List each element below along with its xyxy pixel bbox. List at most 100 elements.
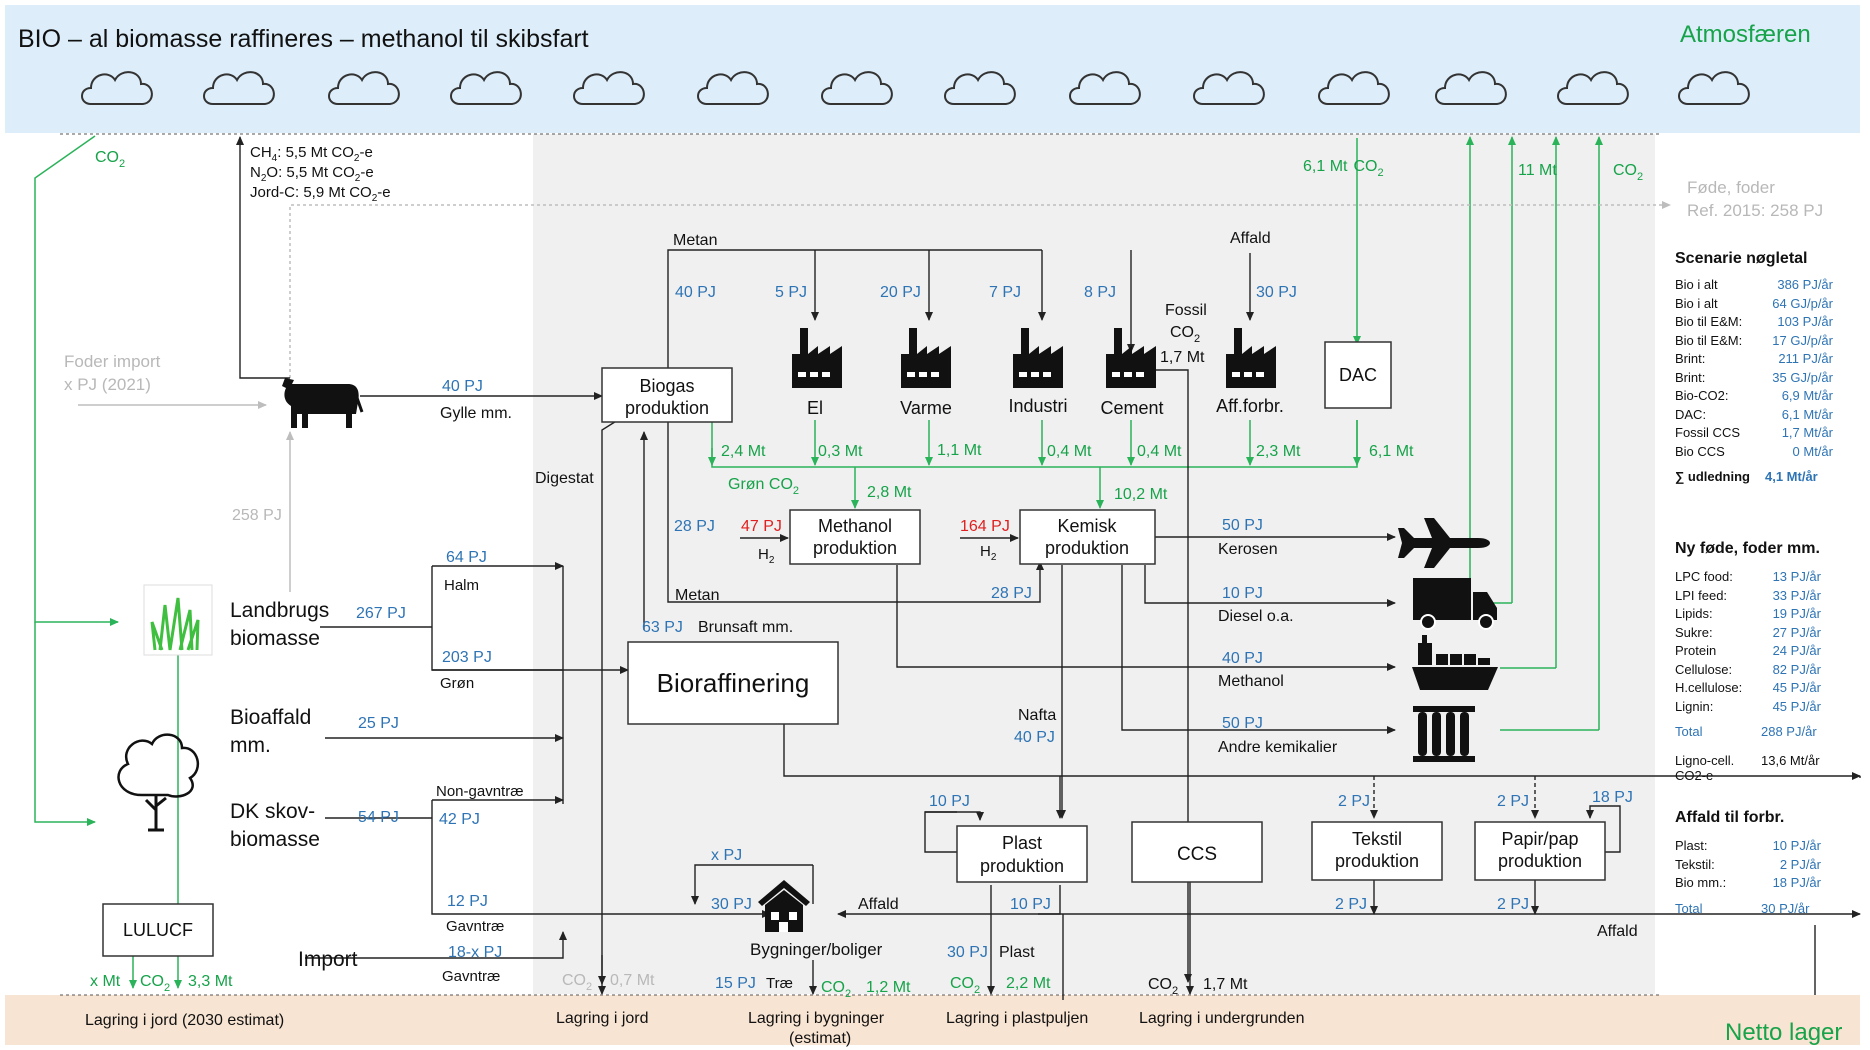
el-label: El: [807, 398, 823, 418]
grass-icon: [143, 584, 213, 656]
storage-bygninger-1: Lagring i bygninger: [748, 1010, 885, 1027]
affald-label: Affald: [1230, 230, 1271, 247]
flow-labels: Metan Affald Fossil CO2 1,7 Mt Gylle mm.…: [436, 230, 1638, 992]
food-row-label: Cellulose:: [1675, 661, 1733, 677]
ch4-emission: CH4: 5,5 Mt CO2-e: [250, 144, 373, 164]
scenario-total-label: ∑ udledning: [1675, 469, 1750, 484]
value-pj63: 63 PJ: [642, 619, 683, 636]
skov-label-2: biomasse: [230, 828, 320, 851]
storage-undergrund: Lagring i undergrunden: [1139, 1010, 1304, 1027]
value-mt61: 6,1 Mt: [1369, 443, 1414, 460]
gray-lines: [78, 201, 1671, 592]
atmosphere-band: [5, 5, 1860, 133]
ligno-label-a: Ligno-cell.: [1675, 753, 1735, 768]
jord-c-emission: Jord-C: 5,9 Mt CO2-e: [250, 184, 391, 204]
bioaffald-label-1: Bioaffald: [230, 706, 311, 729]
ship-icon: [1412, 635, 1498, 690]
fodder-import-2: x PJ (2021): [64, 375, 151, 394]
scenario-total: ∑ udledning 4,1 Mt/år: [1675, 469, 1865, 484]
value-pj2c: 2 PJ: [1335, 896, 1367, 913]
kemisk-label-2: produktion: [1045, 538, 1129, 558]
scenario-row: Brint:211 PJ/år: [1675, 350, 1865, 369]
co2-right-label: CO2: [1613, 162, 1643, 183]
value-pj40a: 40 PJ: [675, 284, 716, 301]
waste-total-value: 30 PJ/år: [1761, 900, 1810, 916]
value-mt12: 1,2 Mt: [866, 979, 911, 996]
bioaffald-label-2: mm.: [230, 734, 271, 757]
food-total-value: 288 PJ/år: [1761, 724, 1817, 739]
waste-row: Plast:10 PJ/år: [1675, 837, 1865, 856]
lulucf-co2-label: CO2: [140, 973, 170, 994]
h2-label-2: H2: [980, 543, 997, 563]
ligno-label-b: CO2-e: [1675, 768, 1714, 783]
value-pj50a: 50 PJ: [1222, 517, 1263, 534]
dac-label: DAC: [1339, 365, 1377, 385]
plast-label-1: Plast: [1002, 833, 1042, 853]
biogas-box: [601, 367, 733, 423]
scenario-row-value: 6,1 Mt/år: [1781, 406, 1833, 422]
storage-bygninger-2: (estimat): [789, 1030, 851, 1047]
fodder-import-1: Foder import: [64, 352, 161, 371]
fossil-mt-label: 1,7 Mt: [1160, 349, 1205, 366]
methanol-label-1: Methanol: [818, 516, 892, 536]
waste-total: Total 30 PJ/år: [1675, 901, 1865, 916]
lulucf-box: [102, 903, 214, 957]
scenario-row-label: Bio CCS: [1675, 443, 1725, 459]
value-pj18x: 18-x PJ: [448, 944, 502, 961]
landbrug-label-1: Landbrugs: [230, 599, 329, 622]
dac-box: [1324, 341, 1392, 409]
food-row: Lipids:19 PJ/år: [1675, 605, 1865, 624]
varme-label: Varme: [900, 398, 952, 418]
scenario-row: Bio CCS 0 Mt/år: [1675, 443, 1865, 462]
co2-left-label: CO2: [95, 149, 125, 170]
kerosen-label: Kerosen: [1218, 541, 1278, 558]
scenario-row-value: 1,7 Mt/år: [1781, 425, 1833, 440]
food-row-value: 45 PJ/år: [1772, 698, 1821, 714]
non-gavntrae-label: Non-gavntræ: [436, 783, 524, 800]
value-pj7: 7 PJ: [989, 284, 1021, 301]
import-label: Import: [298, 948, 358, 971]
value-pj2d: 2 PJ: [1497, 896, 1529, 913]
storage-plast: Lagring i plastpuljen: [946, 1010, 1088, 1027]
scenario-row: Bio til E&M:103 PJ/år: [1675, 313, 1865, 332]
food-row-value: 19 PJ/år: [1772, 606, 1821, 621]
value-mt28: 2,8 Mt: [867, 484, 912, 501]
value-mt33: 3,3 Mt: [188, 973, 233, 990]
h2-label-1: H2: [758, 546, 775, 566]
value-mt04a: 0,4 Mt: [1047, 443, 1092, 460]
biogas-label-1: Biogas: [639, 376, 694, 396]
scenario-row-value: 0 Mt/år: [1792, 443, 1833, 459]
value-pj50b: 50 PJ: [1222, 715, 1263, 732]
cow-icon: [282, 378, 364, 428]
scenario-row-label: Bio i alt: [1675, 295, 1718, 311]
value-pj10a: 10 PJ: [1222, 585, 1263, 602]
gylle-label: Gylle mm.: [440, 405, 512, 422]
food-row: LPC food:13 PJ/år: [1675, 568, 1865, 587]
skov-label-1: DK skov-: [230, 800, 315, 823]
tree-icon: [117, 733, 200, 832]
scenario-row: DAC: 6,1 Mt/år: [1675, 406, 1865, 425]
waste-row-value: 2 PJ/år: [1779, 856, 1821, 872]
scenario-row-label: DAC:: [1675, 406, 1707, 422]
consumer-labels: El Varme Industri Cement Aff.forbr.: [807, 396, 1284, 418]
bioraffinering-label: Bioraffinering: [657, 668, 810, 698]
affforbr-label: Aff.forbr.: [1216, 396, 1284, 416]
truck-icon: [1413, 578, 1497, 630]
papir-label-1: Papir/pap: [1501, 829, 1578, 849]
affald2-label: Affald: [858, 896, 899, 913]
value-mt23: 2,3 Mt: [1256, 443, 1301, 460]
value-pj28b: 28 PJ: [991, 585, 1032, 602]
food-row-label: Lignin:: [1675, 698, 1714, 714]
waste-row: Tekstil:2 PJ/år: [1675, 856, 1865, 875]
mt11-label: 11 Mt: [1518, 162, 1557, 179]
scenario-row: Brint:35 GJ/p/år: [1675, 369, 1865, 388]
food-row-label: Sukre:: [1675, 624, 1713, 640]
ligno-value: 13,6 Mt/år: [1761, 753, 1820, 768]
